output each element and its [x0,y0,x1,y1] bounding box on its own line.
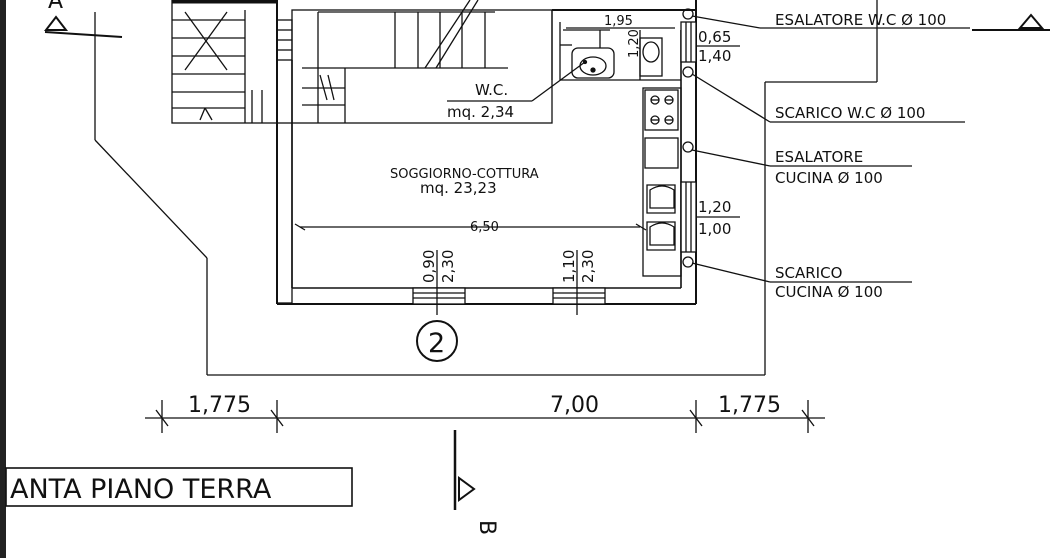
wc-width-dim: 1,95 [604,14,633,29]
esalatore-cucina-note-2: CUCINA Ø 100 [775,169,883,187]
section-marker-a: A [43,0,123,38]
unit-number-circle [416,320,458,362]
window-b-width: 1,10 [560,250,578,283]
site-outline [94,0,878,376]
total-width-dim: 7,00 [550,393,599,418]
wc-window-height: 1,40 [698,47,731,65]
wc-window-width: 0,65 [698,28,731,46]
kitchen-window-height: 1,00 [698,220,731,238]
scarico-cucina-note-2: CUCINA Ø 100 [775,283,883,301]
drawing-title: ANTA PIANO TERRA [10,474,272,505]
overall-dimension [145,400,825,433]
kitchen-window-width: 1,20 [698,198,731,216]
wc-area: mq. 2,34 [447,103,514,121]
room-walls [276,0,697,305]
esalatore-wc-note: ESALATORE W.C Ø 100 [775,11,946,29]
living-room-name: SOGGIORNO-COTTURA [390,167,539,182]
right-offset-dim: 1,775 [718,393,781,418]
room-width-dim: 6,50 [470,220,499,235]
pipe-markers [682,8,694,268]
wc-fixtures [560,29,663,79]
left-offset-dim: 1,775 [188,393,251,418]
dimension-lines [294,27,740,315]
window-b-height: 2,30 [579,250,597,283]
scarico-cucina-note-1: SCARICO [775,264,842,282]
section-b-label: B [474,520,499,535]
scarico-wc-note: SCARICO W.C Ø 100 [775,104,925,122]
window-a-width: 0,90 [420,250,438,283]
wc-name: W.C. [475,81,508,99]
title-box [5,467,353,507]
esalatore-cucina-note-1: ESALATORE [775,148,863,166]
annotation-leaders [691,15,970,283]
staircase [171,0,553,124]
scan-edge [0,0,6,558]
living-room-area: mq. 23,23 [420,179,497,197]
window-a-height: 2,30 [439,250,457,283]
section-marker-b [453,430,476,510]
section-marker-a-right [972,13,1050,31]
section-a-label: A [48,0,63,14]
wc-depth-dim: 1,20 [627,29,642,58]
kitchen-counter [642,87,682,277]
unit-number: 2 [428,328,445,359]
